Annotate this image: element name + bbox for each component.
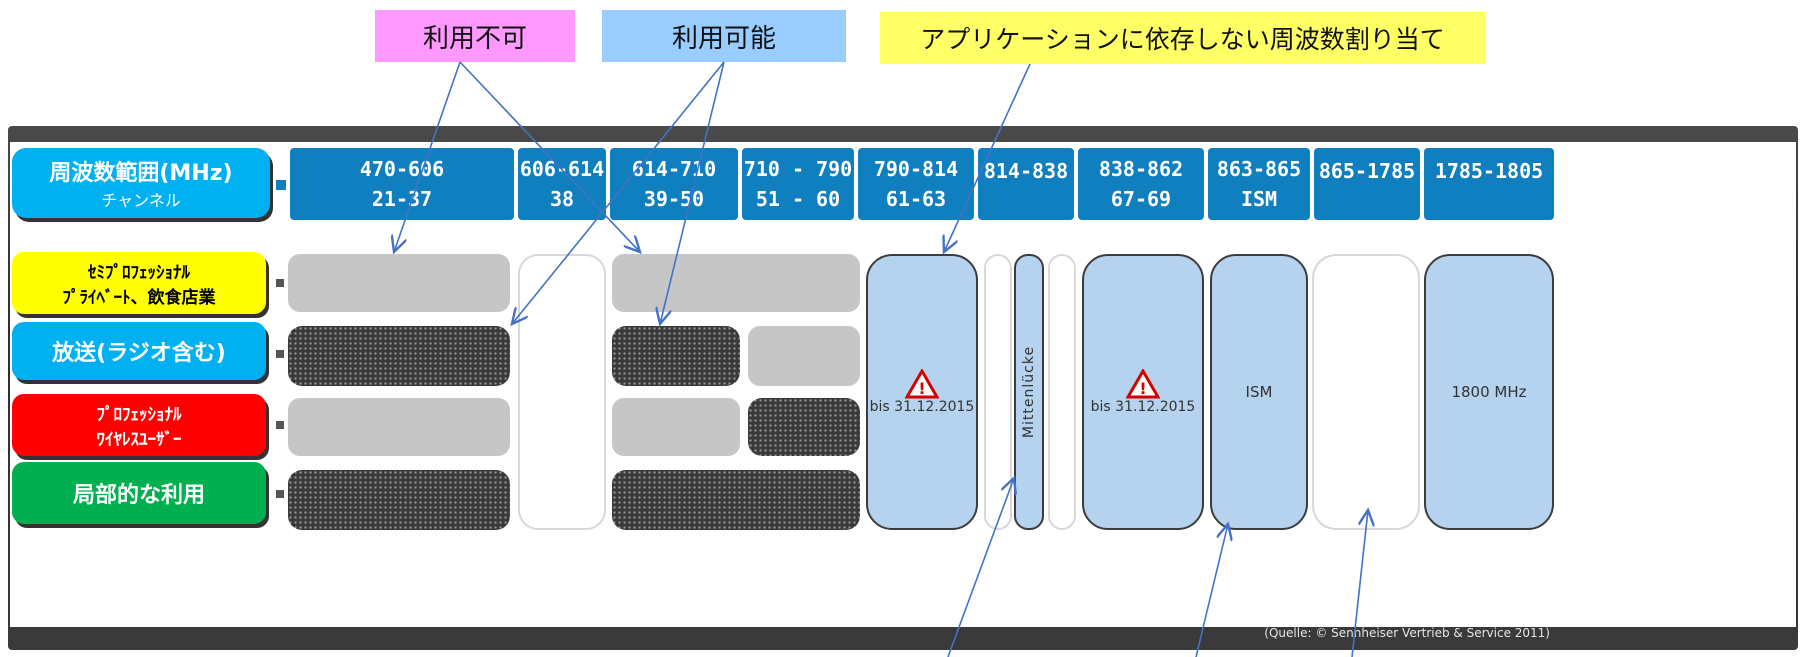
source-caption: (Quelle: © Sennheiser Vertrieb & Service…: [1260, 626, 1550, 644]
available-block: [288, 326, 510, 386]
row-label-local-use: 局部的な利用: [12, 462, 266, 524]
svg-text:!: !: [918, 379, 925, 398]
valid-until-label: bis 31.12.2015: [869, 399, 975, 415]
frequency-range-title: 周波数範囲(MHz): [49, 161, 233, 186]
available-block: [612, 470, 860, 530]
app-independent-block-790-814: ! bis 31.12.2015: [866, 254, 978, 530]
row-label-broadcast: 放送(ラジオ含む): [12, 322, 266, 380]
gap-block-right: [1048, 254, 1076, 530]
col-channel: 61-63: [885, 187, 947, 211]
block-1800-mhz-label: 1800 MHz: [1451, 383, 1527, 401]
warning-icon: !: [905, 369, 939, 399]
col-range: 710 - 790: [743, 157, 853, 181]
col-header-814-838: 814-838: [978, 148, 1074, 220]
col-header-470-606: 470-606 21-37: [290, 148, 514, 220]
col-channel: 38: [549, 187, 575, 211]
col-range: 814-838: [983, 159, 1069, 183]
col-header-606-614: 606-614 38: [518, 148, 606, 220]
row-label-line2: ﾌﾟﾗｲﾍﾞｰﾄ、飲食店業: [62, 288, 216, 308]
unavailable-block: [748, 326, 860, 386]
col-channel: 51 - 60: [755, 187, 841, 211]
block-1800-mhz: 1800 MHz: [1424, 254, 1554, 530]
unavailable-block: [288, 398, 510, 456]
col-header-865-1785: 865-1785: [1314, 148, 1420, 220]
col-channel: 67-69: [1110, 187, 1172, 211]
unavailable-block: [612, 254, 860, 312]
warning-icon: !: [1126, 369, 1160, 399]
available-block: [748, 398, 860, 456]
col-header-790-814: 790-814 61-63: [858, 148, 974, 220]
col-channel: ISM: [1240, 187, 1278, 211]
row-connector: [276, 490, 284, 498]
col-header-1785-1805: 1785-1805: [1424, 148, 1554, 220]
col-range: 838-862: [1098, 157, 1184, 181]
row-label-line1: 局部的な利用: [72, 483, 205, 508]
col-range: 790-814: [873, 157, 959, 181]
col-header-838-862: 838-862 67-69: [1078, 148, 1204, 220]
gap-block-left: [984, 254, 1012, 530]
legend-available-label: 利用可能: [671, 23, 776, 54]
legend-unavailable: 利用不可: [375, 10, 575, 62]
col-header-614-710: 614-710 39-50: [610, 148, 738, 220]
center-gap-block: Mittenlücke: [1014, 254, 1044, 530]
row-label-line2: ﾜｲﾔﾚｽﾕｰｻﾞｰ: [96, 430, 182, 450]
unavailable-block: [612, 398, 740, 456]
svg-text:!: !: [1139, 379, 1146, 398]
col-channel: 39-50: [643, 187, 705, 211]
empty-block-865-1785: [1312, 254, 1420, 530]
col-range: 614-710: [631, 157, 717, 181]
col-range: 606-614: [519, 157, 605, 181]
col-range: 863-865: [1216, 157, 1302, 181]
available-block: [288, 470, 510, 530]
col-channel: 21-37: [371, 187, 433, 211]
available-block: [612, 326, 740, 386]
legend-available: 利用可能: [602, 10, 846, 62]
row-label-semi-professional: ｾﾐﾌﾟﾛﾌｪｯｼｮﾅﾙ ﾌﾟﾗｲﾍﾞｰﾄ、飲食店業: [12, 252, 266, 314]
app-independent-block-838-862: ! bis 31.12.2015: [1082, 254, 1204, 530]
col-range: 1785-1805: [1434, 159, 1544, 183]
ism-label: ISM: [1245, 383, 1273, 401]
legend-unavailable-label: 利用不可: [422, 23, 527, 54]
col-header-710-790: 710 - 790 51 - 60: [742, 148, 854, 220]
row-label-line1: ﾌﾟﾛﾌｪｯｼｮﾅﾙ: [96, 405, 182, 425]
row-label-line1: ｾﾐﾌﾟﾛﾌｪｯｼｮﾅﾙ: [88, 263, 190, 283]
source-text: (Quelle: © Sennheiser Vertrieb & Service…: [1264, 626, 1550, 640]
row-connector: [276, 279, 284, 287]
row-connector: [276, 421, 284, 429]
unavailable-block: [288, 254, 510, 312]
row-label-professional-wireless: ﾌﾟﾛﾌｪｯｼｮﾅﾙ ﾜｲﾔﾚｽﾕｰｻﾞｰ: [12, 394, 266, 456]
valid-until-label: bis 31.12.2015: [1090, 399, 1196, 415]
channel-title: チャンネル: [101, 191, 181, 210]
ism-block: ISM: [1210, 254, 1308, 530]
empty-block-606-614: [518, 254, 606, 530]
center-gap-label: Mittenlücke: [1021, 345, 1037, 439]
col-range: 470-606: [359, 157, 445, 181]
col-range: 865-1785: [1318, 159, 1416, 183]
row-connector: [276, 350, 284, 358]
col-header-863-865: 863-865 ISM: [1208, 148, 1310, 220]
header-connector: [276, 180, 286, 190]
frequency-range-label: 周波数範囲(MHz) チャンネル: [12, 148, 270, 218]
legend-app-independent-label: アプリケーションに依存しない周波数割り当て: [920, 25, 1445, 54]
legend-app-independent: アプリケーションに依存しない周波数割り当て: [880, 12, 1485, 64]
row-label-line1: 放送(ラジオ含む): [52, 341, 226, 366]
